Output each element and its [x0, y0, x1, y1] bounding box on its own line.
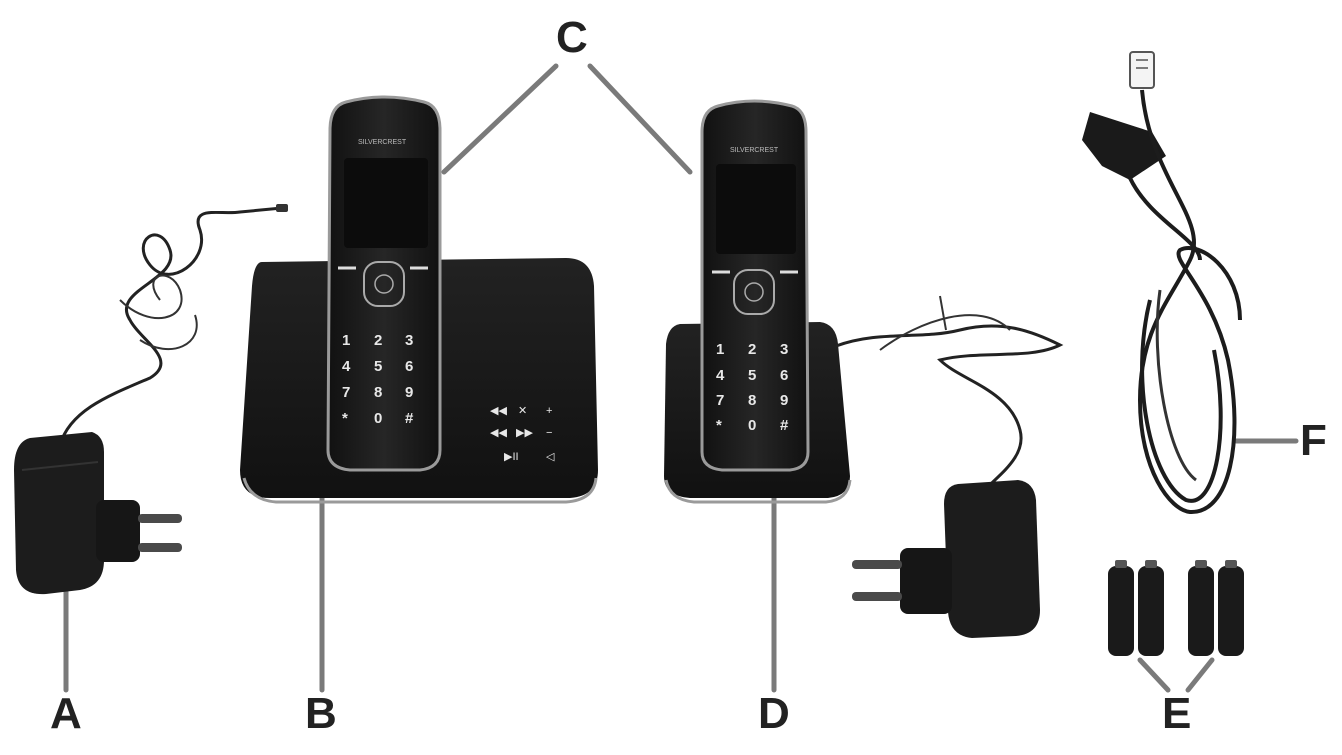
adapter-cradle-pin-bottom: [852, 592, 902, 601]
callout-label-e: E: [1162, 689, 1192, 738]
phone-cable-f: [1082, 51, 1242, 515]
key-3: 3: [405, 332, 413, 349]
handset-c-right: SILVERCREST 1 2 3 4 5 6 7 8 9 * 0 #: [700, 99, 810, 472]
key-9: 9: [405, 384, 413, 401]
battery-pair-right: [1188, 560, 1244, 656]
battery-icon: [1108, 566, 1134, 656]
batteries-e: [1108, 560, 1244, 656]
rj11-connector: [1129, 51, 1155, 89]
callout-label-b: B: [305, 689, 337, 738]
cable-f-coil: [1137, 89, 1242, 515]
key-1: 1: [716, 341, 724, 358]
adapter-a-body: [14, 432, 104, 595]
callout-label-f: F: [1300, 416, 1327, 465]
base-button-label: ◁: [546, 451, 555, 463]
key-9: 9: [780, 392, 788, 409]
power-adapter-a: [14, 204, 288, 595]
base-button-label: +: [546, 405, 552, 417]
adapter-cradle-pin-top: [852, 560, 902, 569]
key-0: 0: [374, 410, 382, 427]
base-b-button-panel: ◀◀ ✕ + ◀◀ ▶▶ − ▶II ◁: [490, 405, 555, 463]
battery-icon: [1188, 566, 1214, 656]
adapter-a-cable: [58, 206, 283, 446]
key-6: 6: [405, 358, 413, 375]
key-5: 5: [374, 358, 382, 375]
key-7: 7: [342, 384, 350, 401]
handset-right-body: [700, 99, 810, 472]
handset-left-keypad: 1 2 3 4 5 6 7 8 9 * 0 #: [342, 332, 414, 427]
adapter-cradle-body: [944, 480, 1040, 638]
leader-lines: [63, 63, 1299, 693]
key-6: 6: [780, 367, 788, 384]
battery-pair-left: [1108, 560, 1164, 656]
callout-label-a: A: [50, 689, 82, 738]
callout-label-d: D: [758, 689, 790, 738]
key-2: 2: [374, 332, 382, 349]
key-5: 5: [748, 367, 756, 384]
handset-right-navpad: [733, 269, 775, 315]
key-8: 8: [374, 384, 382, 401]
key-8: 8: [748, 392, 756, 409]
key-3: 3: [780, 341, 788, 358]
key-7: 7: [716, 392, 724, 409]
base-button-label: ▶II: [504, 451, 519, 463]
handset-right-keypad: 1 2 3 4 5 6 7 8 9 * 0 #: [716, 341, 789, 434]
battery-icon: [1138, 566, 1164, 656]
base-button-label: ▶▶: [516, 427, 533, 439]
tae-plug: [1082, 112, 1166, 180]
handset-left-navpad: [363, 261, 405, 307]
base-button-label: ✕: [518, 405, 527, 417]
key-4: 4: [342, 358, 351, 375]
base-button-label: −: [546, 427, 552, 439]
base-button-label: ◀◀: [490, 427, 507, 439]
key-star: *: [716, 417, 722, 434]
key-hash: #: [405, 410, 414, 427]
callout-label-c: C: [556, 13, 588, 62]
handset-c-left: SILVERCREST 1 2 3 4 5 6 7 8 9 * 0 #: [326, 95, 442, 472]
handset-brand-logo: SILVERCREST: [730, 147, 779, 154]
handset-right-screen: [716, 164, 796, 254]
key-hash: #: [780, 417, 789, 434]
power-adapter-cradle: [835, 295, 1064, 638]
key-star: *: [342, 410, 348, 427]
key-4: 4: [716, 367, 725, 384]
adapter-a-pin-top: [138, 514, 182, 523]
adapter-a-plug-housing: [96, 500, 140, 562]
key-0: 0: [748, 417, 756, 434]
battery-icon: [1218, 566, 1244, 656]
adapter-cradle-cable: [835, 324, 1064, 497]
leader-line-e-left: [1137, 657, 1171, 693]
handset-left-screen: [344, 158, 428, 248]
key-2: 2: [748, 341, 756, 358]
leader-line-c-right: [587, 63, 693, 175]
leader-line-e-right: [1185, 657, 1215, 693]
adapter-a-pin-bottom: [138, 543, 182, 552]
adapter-cradle-plug-housing: [900, 548, 952, 614]
handset-brand-logo: SILVERCREST: [358, 139, 407, 146]
key-1: 1: [342, 332, 350, 349]
leader-line-c-left: [441, 63, 559, 175]
base-button-label: ◀◀: [490, 405, 507, 417]
